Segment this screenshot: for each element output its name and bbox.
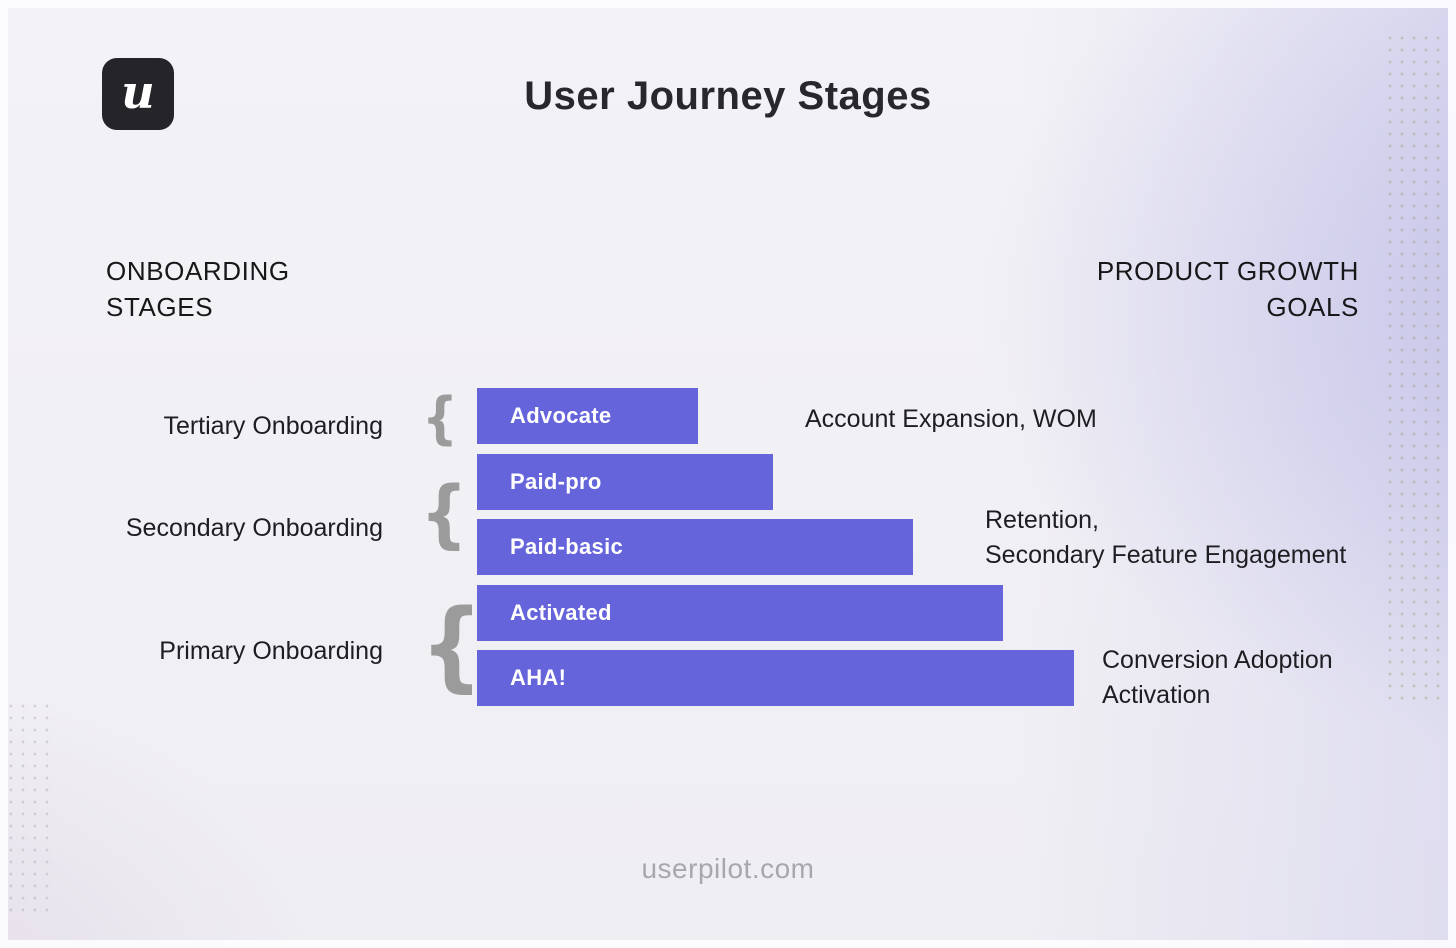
stage-label-primary: Primary Onboarding: [159, 637, 383, 665]
bar-paid-pro: Paid-pro: [477, 454, 773, 510]
bar-activated: Activated: [477, 585, 1003, 641]
product-growth-goals-header: PRODUCT GROWTH GOALS: [1096, 256, 1359, 322]
watermark: userpilot.com: [641, 853, 815, 884]
bar-label: Advocate: [510, 403, 612, 428]
onboarding-stages-header: ONBOARDING STAGES: [106, 256, 290, 322]
dot-pattern-right: [1384, 32, 1448, 700]
brace-icon-secondary: {: [420, 471, 468, 557]
stage-label-tertiary: Tertiary Onboarding: [163, 412, 383, 440]
stage-label-secondary: Secondary Onboarding: [125, 514, 383, 542]
bar-label: Activated: [510, 600, 612, 625]
goal-tertiary: Account Expansion, WOM: [805, 405, 1097, 433]
bar-label: AHA!: [510, 665, 567, 690]
bar-paid-basic: Paid-basic: [477, 519, 913, 575]
bar-label: Paid-pro: [510, 469, 602, 494]
bar-advocate: Advocate: [477, 388, 698, 444]
logo-letter: u: [121, 65, 155, 119]
brace-icon-primary: {: [420, 589, 484, 703]
bar-label: Paid-basic: [510, 534, 624, 559]
userpilot-logo: u: [102, 58, 174, 130]
goal-primary: Conversion Adoption Activation: [1102, 646, 1333, 709]
brace-icon-tertiary: {: [422, 386, 458, 451]
bar-aha: AHA!: [477, 650, 1074, 706]
goal-secondary: Retention, Secondary Feature Engagement: [985, 506, 1347, 569]
page-title: User Journey Stages: [524, 74, 932, 118]
